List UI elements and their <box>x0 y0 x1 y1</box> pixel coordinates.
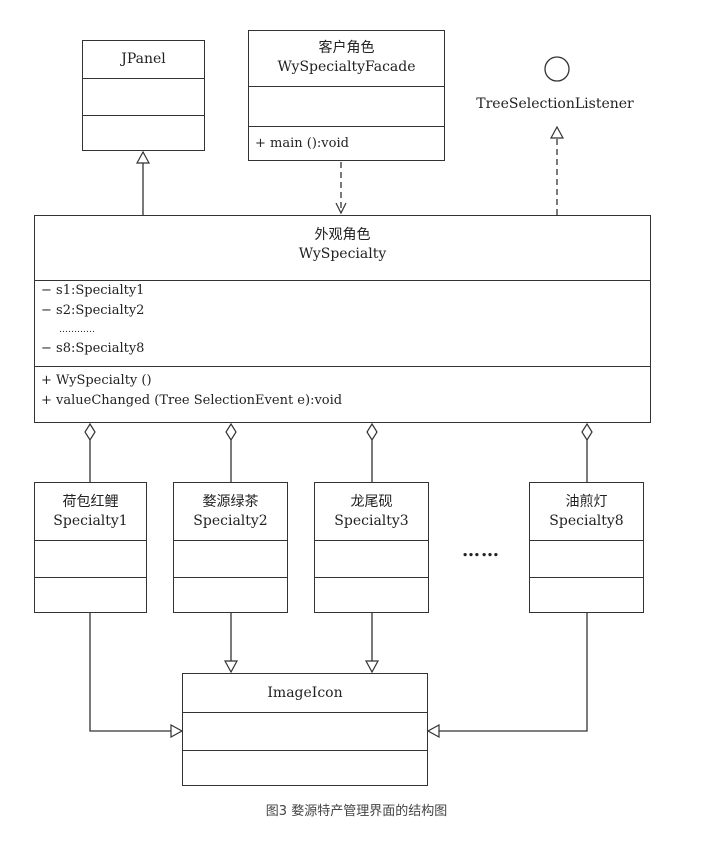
facade-method: + main ():void <box>249 126 444 162</box>
wyspecialty-class: 外观角色 WySpecialty − s1:Specialty1 − s2:Sp… <box>34 215 651 423</box>
specialty1-role: 荷包红鲤 <box>62 494 119 510</box>
imageicon-attributes <box>183 712 427 750</box>
specialty2-class: 婺源绿茶 Specialty2 <box>173 482 288 613</box>
wy-method-valuechanged: + valueChanged (Tree SelectionEvent e):v… <box>41 393 343 408</box>
specialty8-class: 油煎灯 Specialty8 <box>529 482 644 613</box>
imageicon-links <box>89 613 588 731</box>
facade-header: 客户角色 WySpecialtyFacade <box>249 31 444 86</box>
specialty1-attributes <box>35 540 146 577</box>
aggregation-links <box>84 422 593 482</box>
specialty1-name: Specialty1 <box>53 513 128 529</box>
wy-name: WySpecialty <box>298 246 387 262</box>
specialty2-role: 婺源绿茶 <box>202 494 259 510</box>
facade-class: 客户角色 WySpecialtyFacade + main ():void <box>248 30 445 161</box>
wy-attributes: − s1:Specialty1 − s2:Specialty2 ………… − s… <box>35 280 650 366</box>
wy-method-constructor: + WySpecialty () <box>41 373 152 388</box>
facade-role: 客户角色 <box>318 40 375 56</box>
specialty3-methods <box>315 577 428 612</box>
wy-attr-s8: − s8:Specialty8 <box>41 341 145 356</box>
wy-header: 外观角色 WySpecialty <box>35 216 650 280</box>
specialty2-methods <box>174 577 287 612</box>
jpanel-attributes <box>83 78 204 115</box>
specialty1-methods <box>35 577 146 612</box>
specialty3-role: 龙尾砚 <box>350 494 393 510</box>
interface-circle <box>544 56 570 82</box>
wy-attr-s1: − s1:Specialty1 <box>41 283 145 298</box>
figure-caption: 图3 婺源特产管理界面的结构图 <box>265 804 448 819</box>
facade-name: WySpecialtyFacade <box>277 59 416 75</box>
specialty2-header: 婺源绿茶 Specialty2 <box>174 483 287 540</box>
specialty3-name: Specialty3 <box>334 513 409 529</box>
imageicon-class: ImageIcon <box>182 673 428 786</box>
jpanel-name: JPanel <box>121 51 166 67</box>
imageicon-methods <box>183 750 427 785</box>
specialty8-methods <box>530 577 643 612</box>
specialty2-name: Specialty2 <box>193 513 268 529</box>
listener-name: TreeSelectionListener <box>476 96 634 112</box>
wy-attr-s2: − s2:Specialty2 <box>41 303 145 318</box>
ellipsis-dots: …… <box>462 540 500 561</box>
specialty3-attributes <box>315 540 428 577</box>
specialty2-attributes <box>174 540 287 577</box>
specialty1-class: 荷包红鲤 Specialty1 <box>34 482 147 613</box>
jpanel-methods <box>83 115 204 151</box>
wy-methods: + WySpecialty () + valueChanged (Tree Se… <box>35 366 650 422</box>
jpanel-class: JPanel <box>82 40 205 151</box>
wy-attr-ellipsis: ………… <box>59 325 95 335</box>
specialty1-header: 荷包红鲤 Specialty1 <box>35 483 146 540</box>
specialty3-class: 龙尾砚 Specialty3 <box>314 482 429 613</box>
specialty8-name: Specialty8 <box>549 513 624 529</box>
specialty8-role: 油煎灯 <box>565 494 608 510</box>
specialty8-header: 油煎灯 Specialty8 <box>530 483 643 540</box>
imageicon-name: ImageIcon <box>267 685 343 701</box>
wy-role: 外观角色 <box>314 227 371 243</box>
facade-attributes <box>249 86 444 126</box>
specialty8-attributes <box>530 540 643 577</box>
specialty3-header: 龙尾砚 Specialty3 <box>315 483 428 540</box>
